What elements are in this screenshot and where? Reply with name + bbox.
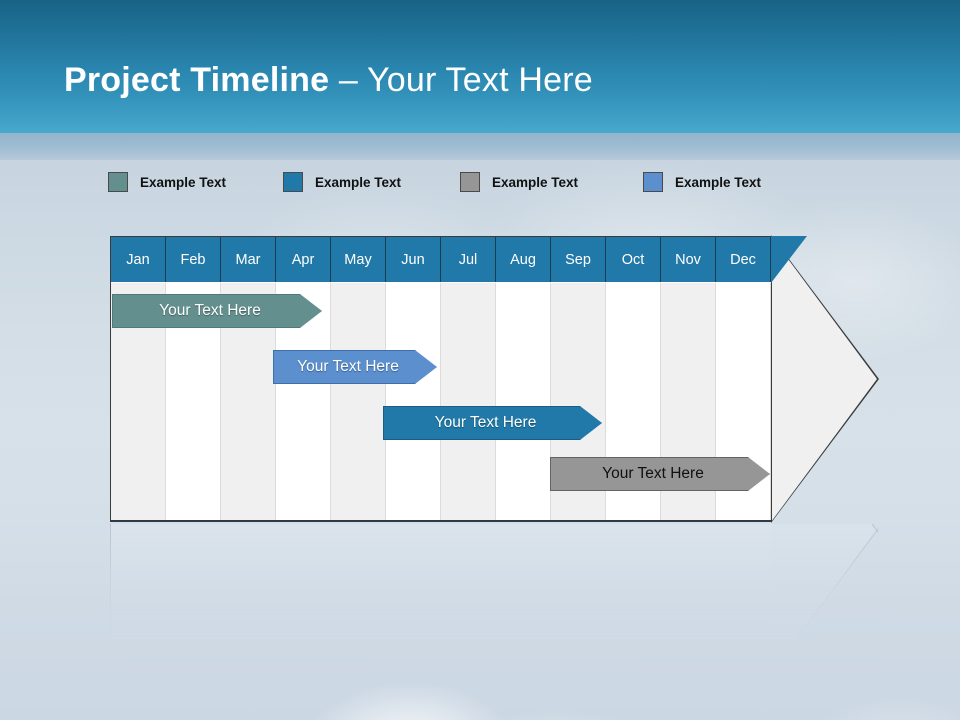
chart-baseline xyxy=(110,520,772,522)
month-header-mar[interactable]: Mar xyxy=(221,237,276,283)
task-bar-2[interactable]: Your Text Here xyxy=(273,350,437,384)
month-header-jul[interactable]: Jul xyxy=(441,237,496,283)
legend-item-2[interactable]: Example Text xyxy=(283,168,401,196)
legend-swatch-cornflower xyxy=(643,172,663,192)
month-header-apr[interactable]: Apr xyxy=(276,237,331,283)
legend-swatch-teal xyxy=(108,172,128,192)
legend-label-3: Example Text xyxy=(492,174,579,190)
page-title: Project Timeline – Your Text Here xyxy=(64,58,593,102)
legend-swatch-blue xyxy=(283,172,303,192)
month-header-may[interactable]: May xyxy=(331,237,386,283)
header-arrow-wedge xyxy=(771,236,807,283)
month-column-mar[interactable]: Mar xyxy=(221,237,276,521)
timeline-arrow-point xyxy=(771,236,877,522)
task-bar-1[interactable]: Your Text Here xyxy=(112,294,322,328)
month-column-aug[interactable]: Aug xyxy=(496,237,551,521)
task-bar-2-label: Your Text Here xyxy=(297,358,399,375)
month-column-jul[interactable]: Jul xyxy=(441,237,496,521)
legend-label-1: Example Text xyxy=(140,174,227,190)
title-band xyxy=(0,0,960,133)
month-header-feb[interactable]: Feb xyxy=(166,237,221,283)
legend-item-4[interactable]: Example Text xyxy=(643,168,761,196)
task-bar-4-label: Your Text Here xyxy=(602,465,704,482)
month-header-sep[interactable]: Sep xyxy=(551,237,606,283)
task-bar-3-label: Your Text Here xyxy=(434,414,537,431)
legend-label-4: Example Text xyxy=(675,174,762,190)
header-row-underline xyxy=(111,282,771,283)
legend: Example Text Example Text Example Text E… xyxy=(108,168,868,196)
task-bar-4[interactable]: Your Text Here xyxy=(550,457,770,491)
timeline-chart: Jan Feb Mar Apr May Jun Jul Aug xyxy=(110,235,879,523)
page-title-bold: Project Timeline xyxy=(64,61,330,99)
month-header-jan[interactable]: Jan xyxy=(111,237,166,283)
legend-swatch-gray xyxy=(460,172,480,192)
month-column-feb[interactable]: Feb xyxy=(166,237,221,521)
month-header-aug[interactable]: Aug xyxy=(496,237,551,283)
page-title-light: Your Text Here xyxy=(367,61,593,99)
task-bar-3[interactable]: Your Text Here xyxy=(383,406,602,440)
title-underline-band xyxy=(0,133,960,160)
task-bar-1-label: Your Text Here xyxy=(159,302,261,319)
legend-item-3[interactable]: Example Text xyxy=(460,168,578,196)
month-header-dec[interactable]: Dec xyxy=(716,237,771,283)
legend-item-1[interactable]: Example Text xyxy=(108,168,226,196)
month-column-jan[interactable]: Jan xyxy=(111,237,166,521)
title-band-sheen xyxy=(0,0,960,133)
legend-label-2: Example Text xyxy=(315,174,402,190)
month-header-nov[interactable]: Nov xyxy=(661,237,716,283)
month-header-jun[interactable]: Jun xyxy=(386,237,441,283)
month-header-oct[interactable]: Oct xyxy=(606,237,661,283)
page-title-dash: – xyxy=(329,61,368,99)
